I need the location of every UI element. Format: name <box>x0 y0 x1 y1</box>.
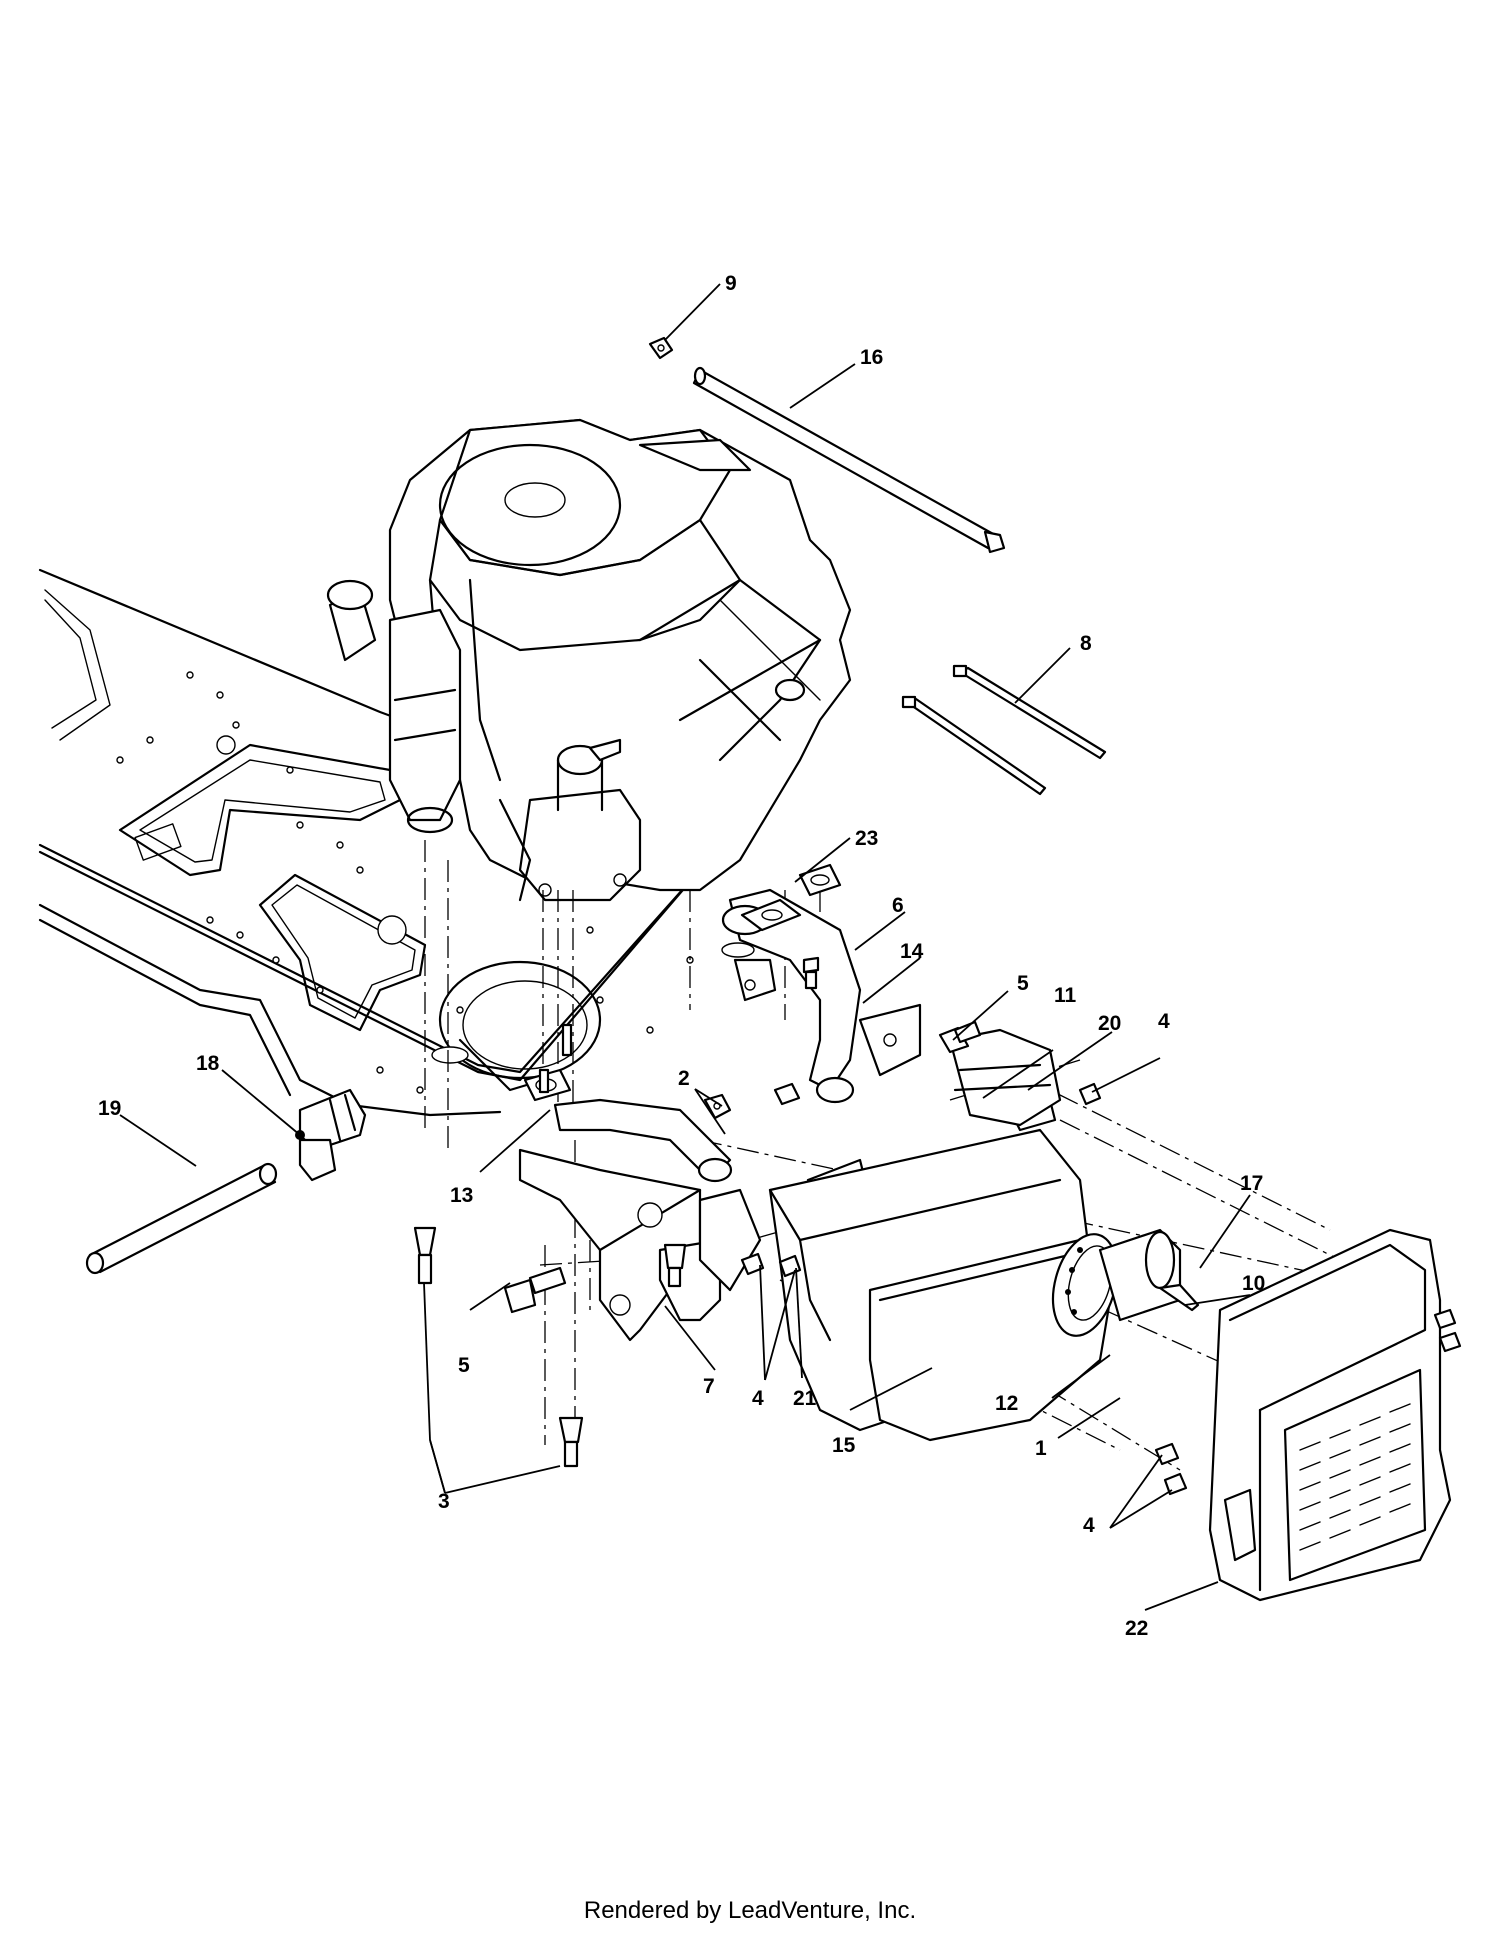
lock-nut <box>648 336 674 360</box>
heat-shield <box>948 1028 1062 1127</box>
callout-16: 16 <box>860 346 883 369</box>
fuel-hose <box>85 1162 278 1275</box>
callout-19: 19 <box>98 1097 121 1120</box>
callout-3: 3 <box>438 1490 450 1513</box>
callout-9: 9 <box>725 272 737 295</box>
callout-6: 6 <box>892 894 904 917</box>
leader-lines <box>119 283 1251 1611</box>
callout-17: 17 <box>1240 1172 1263 1195</box>
callout-22: 22 <box>1125 1617 1148 1640</box>
callout-23: 23 <box>855 827 878 850</box>
frame <box>38 568 755 1117</box>
exhaust-manifold <box>523 888 862 1104</box>
callout-13: 13 <box>450 1184 473 1207</box>
callout-11: 11 <box>1054 984 1077 1007</box>
muffler <box>768 1128 1182 1442</box>
callout-12: 12 <box>995 1392 1018 1415</box>
callout-14: 14 <box>900 940 924 963</box>
cable-ties <box>901 664 1107 796</box>
callout-4-mid: 4 <box>752 1387 764 1410</box>
exhaust-pipe <box>518 1098 733 1342</box>
callout-5-lower: 5 <box>458 1354 470 1377</box>
callout-7: 7 <box>703 1375 715 1398</box>
tie-rod <box>692 366 1006 554</box>
callout-2: 2 <box>678 1067 690 1090</box>
exhaust-gasket <box>740 863 842 932</box>
callout-10: 10 <box>1242 1272 1265 1295</box>
muffler-guard <box>1208 1228 1452 1602</box>
callout-18: 18 <box>196 1052 220 1075</box>
callout-8: 8 <box>1080 632 1092 655</box>
grille-slots <box>1299 1403 1411 1551</box>
callout-21: 21 <box>793 1387 817 1410</box>
callout-20: 20 <box>1098 1012 1121 1035</box>
callout-1: 1 <box>1035 1437 1047 1460</box>
engine <box>326 418 852 902</box>
frame-holes <box>116 671 694 1094</box>
callout-4-top: 4 <box>1158 1010 1170 1033</box>
callout-labels: 9 16 8 23 6 14 5 5 11 20 4 2 18 19 13 17… <box>98 272 1265 1640</box>
footer-credit: Rendered by LeadVenture, Inc. <box>583 1897 917 1924</box>
callout-4-bottom: 4 <box>1083 1514 1095 1537</box>
fuel-filter <box>295 1088 367 1182</box>
callout-15: 15 <box>832 1434 856 1457</box>
callout-5-top: 5 <box>1017 972 1029 995</box>
